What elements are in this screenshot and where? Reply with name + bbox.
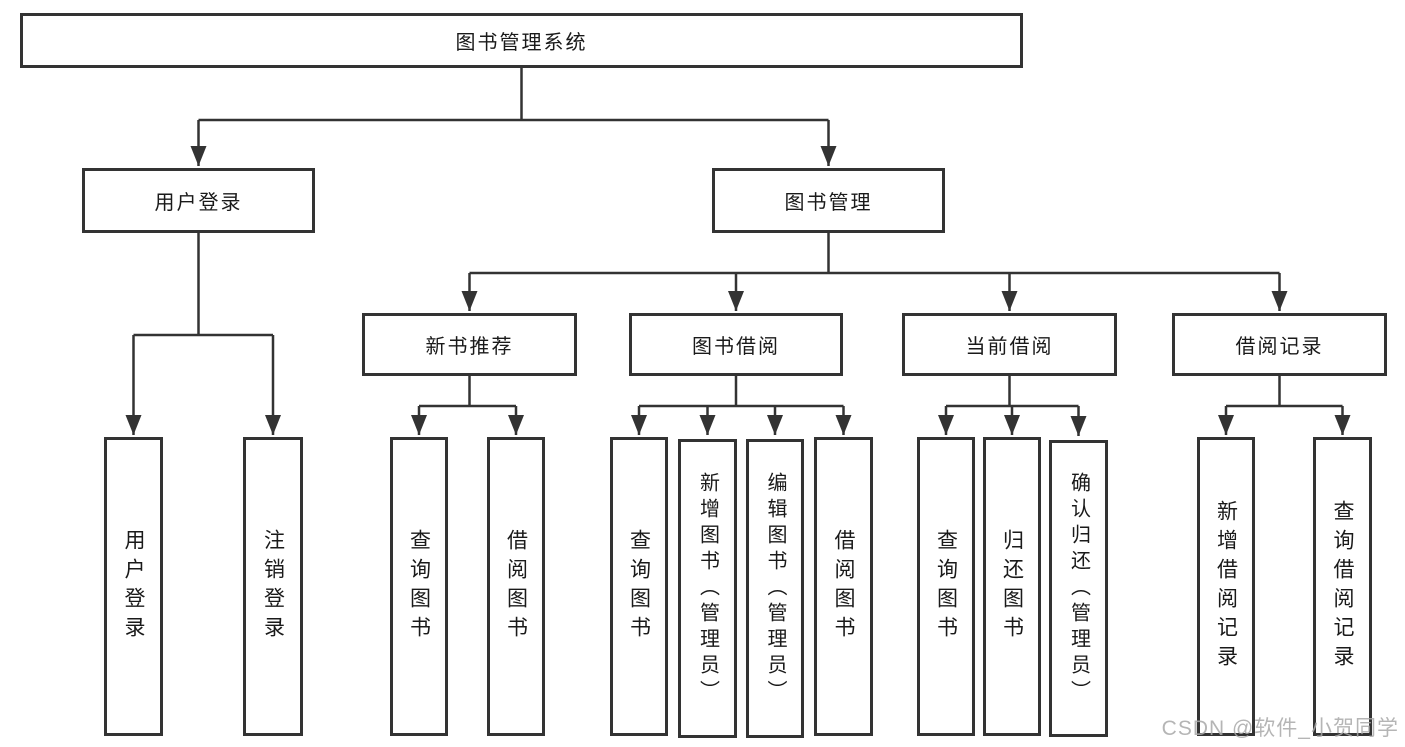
leaf-nb-query-books: 查询图书 bbox=[390, 437, 448, 736]
node-user-login-label: 用户登录 bbox=[154, 192, 243, 214]
leaf-cb-return-books: 归还图书 bbox=[983, 437, 1041, 736]
leaf-logout: 注销登录 bbox=[243, 437, 303, 736]
node-root-label: 图书管理系统 bbox=[455, 32, 588, 54]
node-book-borrow-label: 图书借阅 bbox=[692, 336, 780, 358]
leaf-nb-query-books-label: 查询图书 bbox=[407, 528, 431, 645]
leaf-bb-add-books-admin: 新增图书（管理员） bbox=[678, 439, 737, 738]
leaf-br-query-record: 查询借阅记录 bbox=[1313, 437, 1372, 736]
leaf-cb-query-books: 查询图书 bbox=[917, 437, 975, 736]
leaf-bb-add-books-admin-label: 新增图书（管理员） bbox=[696, 471, 719, 706]
node-book-borrow: 图书借阅 bbox=[629, 313, 843, 376]
node-book-management-label: 图书管理 bbox=[784, 192, 873, 214]
leaf-user-login-label: 用户登录 bbox=[122, 528, 145, 645]
node-new-book-recommend: 新书推荐 bbox=[362, 313, 577, 376]
node-book-management: 图书管理 bbox=[712, 168, 945, 233]
leaf-bb-borrow-books: 借阅图书 bbox=[814, 437, 873, 736]
leaf-br-query-record-label: 查询借阅记录 bbox=[1331, 499, 1354, 674]
leaf-nb-borrow-books: 借阅图书 bbox=[487, 437, 545, 736]
leaf-nb-borrow-books-label: 借阅图书 bbox=[504, 528, 528, 645]
leaf-bb-query-books: 查询图书 bbox=[610, 437, 668, 736]
leaf-br-add-record: 新增借阅记录 bbox=[1197, 437, 1255, 736]
leaf-bb-edit-books-admin: 编辑图书（管理员） bbox=[746, 439, 804, 738]
node-current-borrow-label: 当前借阅 bbox=[965, 336, 1054, 358]
node-user-login: 用户登录 bbox=[82, 168, 315, 233]
leaf-cb-confirm-return-admin-label: 确认归还（管理员） bbox=[1067, 471, 1090, 706]
leaf-bb-borrow-books-label: 借阅图书 bbox=[832, 528, 855, 645]
node-root: 图书管理系统 bbox=[20, 13, 1023, 68]
leaf-bb-edit-books-admin-label: 编辑图书（管理员） bbox=[764, 471, 786, 706]
leaf-user-login: 用户登录 bbox=[104, 437, 163, 736]
leaf-cb-return-books-label: 归还图书 bbox=[1000, 528, 1024, 645]
node-new-book-recommend-label: 新书推荐 bbox=[425, 336, 514, 358]
leaf-cb-query-books-label: 查询图书 bbox=[934, 528, 958, 645]
node-borrow-records-label: 借阅记录 bbox=[1235, 336, 1324, 358]
leaf-bb-query-books-label: 查询图书 bbox=[627, 528, 651, 645]
leaf-br-add-record-label: 新增借阅记录 bbox=[1214, 499, 1238, 674]
node-borrow-records: 借阅记录 bbox=[1172, 313, 1387, 376]
node-current-borrow: 当前借阅 bbox=[902, 313, 1117, 376]
leaf-cb-confirm-return-admin: 确认归还（管理员） bbox=[1049, 440, 1108, 737]
leaf-logout-label: 注销登录 bbox=[261, 528, 285, 645]
watermark: CSDN @软件_小贺同学 bbox=[1161, 717, 1399, 740]
